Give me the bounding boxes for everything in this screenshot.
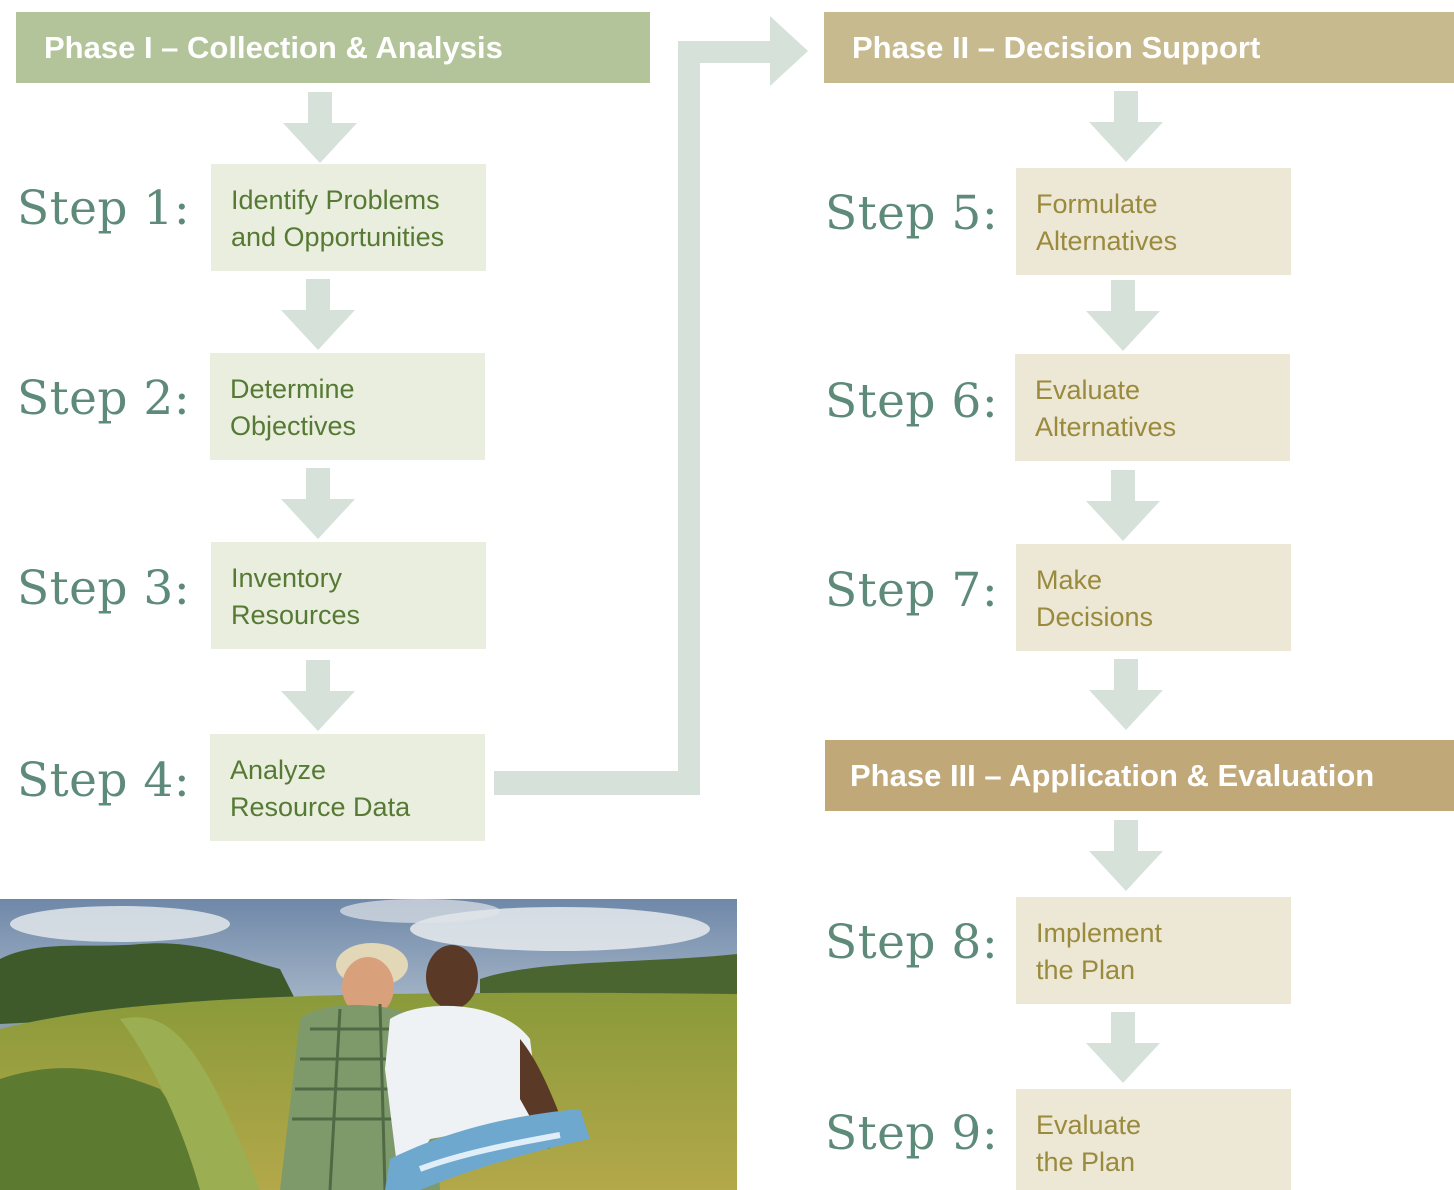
step3-box: Inventory Resources [211,542,486,649]
step5-line2: Alternatives [1036,226,1178,256]
step9-line2: the Plan [1036,1147,1136,1177]
step4-label: Step 4: [17,753,191,808]
step9-box: Evaluate the Plan [1016,1089,1291,1190]
step5-box: Formulate Alternatives [1016,168,1291,275]
step8-box: Implement the Plan [1016,897,1291,1004]
step1-label: Step 1: [17,181,191,236]
down-arrow [1086,280,1160,351]
step7-box: Make Decisions [1016,544,1291,651]
step9-label: Step 9: [825,1106,999,1161]
step8-label: Step 8: [825,915,999,970]
step2-line2: Objectives [230,411,357,441]
down-arrow [1086,1012,1160,1083]
connector-arrow [494,16,808,795]
down-arrow [1089,820,1163,891]
step7-line2: Decisions [1036,602,1154,632]
step1-box: Identify Problems and Opportunities [211,164,486,271]
step2-box: Determine Objectives [210,353,485,460]
step6-box: Evaluate Alternatives [1015,354,1290,461]
step3-line1: Inventory [231,563,343,593]
phase3-title: Phase III – Application & Evaluation [850,757,1375,793]
phase2-title: Phase II – Decision Support [852,29,1261,65]
step2-line1: Determine [230,374,355,404]
step8-line1: Implement [1036,918,1163,948]
step1-line2: and Opportunities [231,222,445,252]
step4-line2: Resource Data [230,792,411,822]
step6-label: Step 6: [825,374,999,429]
step5-label: Step 5: [825,186,999,241]
step4-box: Analyze Resource Data [210,734,485,841]
down-arrow [1089,659,1163,730]
step3-line2: Resources [231,600,361,630]
down-arrow [1089,91,1163,162]
step7-label: Step 7: [825,563,999,618]
step6-line1: Evaluate [1035,375,1141,405]
phase3-header: Phase III – Application & Evaluation [825,740,1454,811]
down-arrow [281,468,355,539]
step8-line2: the Plan [1036,955,1136,985]
down-arrow [281,279,355,350]
step6-line2: Alternatives [1035,412,1177,442]
step7-line1: Make [1036,565,1103,595]
phase1-header: Phase I – Collection & Analysis [16,12,650,83]
step4-line1: Analyze [230,755,327,785]
step5-line1: Formulate [1036,189,1158,219]
down-arrow [283,92,357,163]
step9-line1: Evaluate [1036,1110,1142,1140]
down-arrow [1086,470,1160,541]
step1-line1: Identify Problems [231,185,440,215]
phase1-title: Phase I – Collection & Analysis [44,29,503,65]
phase2-header: Phase II – Decision Support [824,12,1454,83]
down-arrow [281,660,355,731]
step3-label: Step 3: [17,561,191,616]
field-photo [0,899,737,1190]
step2-label: Step 2: [17,371,191,426]
